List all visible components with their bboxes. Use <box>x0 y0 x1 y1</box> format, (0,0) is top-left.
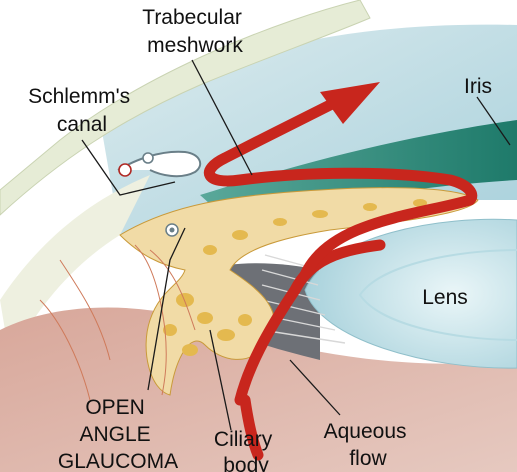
label-lens: Lens <box>422 286 468 309</box>
label-schlemms-canal: Schlemm's canal <box>28 85 136 136</box>
uvea-region <box>0 307 517 472</box>
label-iris: Iris <box>464 75 492 98</box>
ciliary-vessels <box>39 244 196 401</box>
zonule-fibers <box>261 254 346 344</box>
ciliary-body <box>119 187 479 396</box>
label-trabecular-meshwork: Trabecular meshwork <box>142 6 247 57</box>
label-aqueous-flow: Aqueous flow <box>324 420 413 470</box>
leader-lines <box>81 59 511 431</box>
label-ciliary-body: Ciliary body <box>214 428 278 472</box>
aqueous-flow-arrow <box>203 82 478 461</box>
sclera-inner <box>0 175 150 360</box>
schlemms-canal <box>117 150 202 237</box>
lens <box>304 218 517 369</box>
label-open-angle-glaucoma: OPEN ANGLE GLAUCOMA <box>58 396 178 472</box>
sclera <box>0 0 371 216</box>
lens-layer <box>358 249 517 341</box>
ciliary-cells <box>163 199 427 356</box>
